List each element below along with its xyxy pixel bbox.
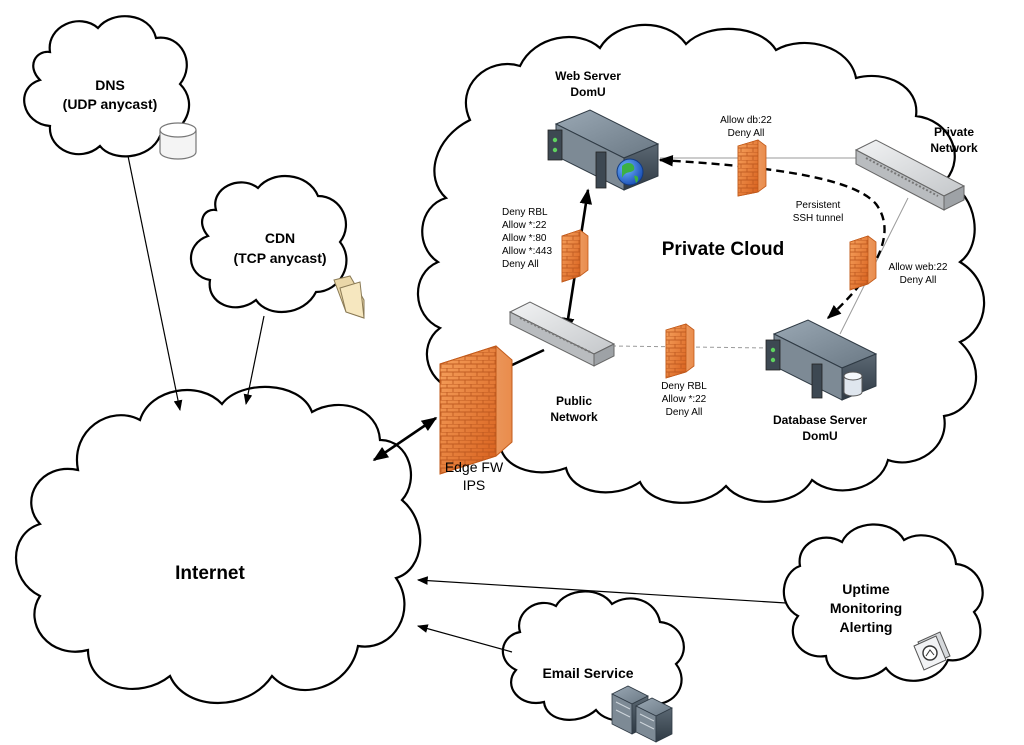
- web-private-rule: Allow web:22: [889, 262, 948, 273]
- cdn-to-internet-arrow: [243, 315, 265, 406]
- public-db-rule: Deny All: [666, 407, 703, 418]
- edge-fw-public-link: [509, 348, 545, 368]
- web-server-icon: [547, 109, 660, 191]
- database-disk-icon: [159, 122, 197, 160]
- web-rule: Allow *:80: [502, 233, 547, 244]
- cdn-label-line2: (TCP anycast): [233, 250, 326, 266]
- dns-to-internet-arrow: [127, 155, 183, 412]
- uptime-to-internet-arrow: [416, 576, 787, 604]
- uptime-label-line3: Alerting: [840, 619, 893, 635]
- private-switch-icon: [854, 139, 966, 211]
- database-cylinder-icon: [843, 371, 863, 397]
- edge-firewall-icon: [439, 345, 513, 475]
- web-server-label-line1: Web Server: [555, 69, 621, 83]
- web-rule: Allow *:443: [502, 246, 552, 257]
- private-web-firewall-icon: [849, 235, 877, 291]
- db-server-label-line1: Database Server: [773, 413, 867, 427]
- public-network-label-line1: Public: [556, 394, 592, 408]
- uptime-label-line2: Monitoring: [830, 600, 902, 616]
- ssh-tunnel-label-line2: SSH tunnel: [793, 213, 844, 224]
- web-server-label-line2: DomU: [570, 85, 605, 99]
- public-switch-icon: [508, 301, 616, 367]
- private-cloud-label: Private Cloud: [662, 239, 784, 260]
- internet-cloud: [15, 385, 422, 704]
- globe-icon: [616, 158, 644, 186]
- edge-fw-label-line1: Edge FW: [445, 459, 504, 475]
- cdn-cloud: [189, 175, 348, 313]
- db-private-rule: Allow db:22: [720, 115, 772, 126]
- email-to-internet-arrow: [416, 624, 513, 653]
- folder-icon: [333, 275, 365, 319]
- web-rule: Deny All: [502, 259, 539, 270]
- public-db-rule: Deny RBL: [661, 381, 707, 392]
- web-firewall-icon: [561, 229, 589, 283]
- internet-label: Internet: [175, 563, 245, 584]
- db-server-label-line2: DomU: [802, 429, 837, 443]
- db-private-rule: Deny All: [728, 128, 765, 139]
- edge-fw-internet-link: [372, 416, 438, 462]
- web-rule: Allow *:22: [502, 220, 547, 231]
- dns-label-line1: DNS: [95, 77, 125, 93]
- db-firewall-icon: [737, 139, 767, 197]
- edge-fw-label-line2: IPS: [463, 477, 486, 493]
- uptime-label-line1: Uptime: [842, 581, 890, 597]
- web-private-rule: Deny All: [900, 275, 937, 286]
- dns-label-line2: (UDP anycast): [63, 96, 158, 112]
- email-cloud: [501, 590, 685, 722]
- private-network-label-line1: Private: [934, 125, 974, 139]
- web-rule: Deny RBL: [502, 207, 548, 218]
- monitor-device-icon: [913, 631, 951, 671]
- email-servers-icon: [611, 685, 673, 743]
- public-network-label-line2: Network: [550, 410, 598, 424]
- ssh-tunnel-label-line1: Persistent: [796, 200, 841, 211]
- public-db-firewall-icon: [665, 323, 695, 379]
- cdn-label-line1: CDN: [265, 230, 295, 246]
- public-db-rule: Allow *:22: [662, 394, 707, 405]
- email-label: Email Service: [542, 665, 633, 681]
- private-network-label-line2: Network: [930, 141, 978, 155]
